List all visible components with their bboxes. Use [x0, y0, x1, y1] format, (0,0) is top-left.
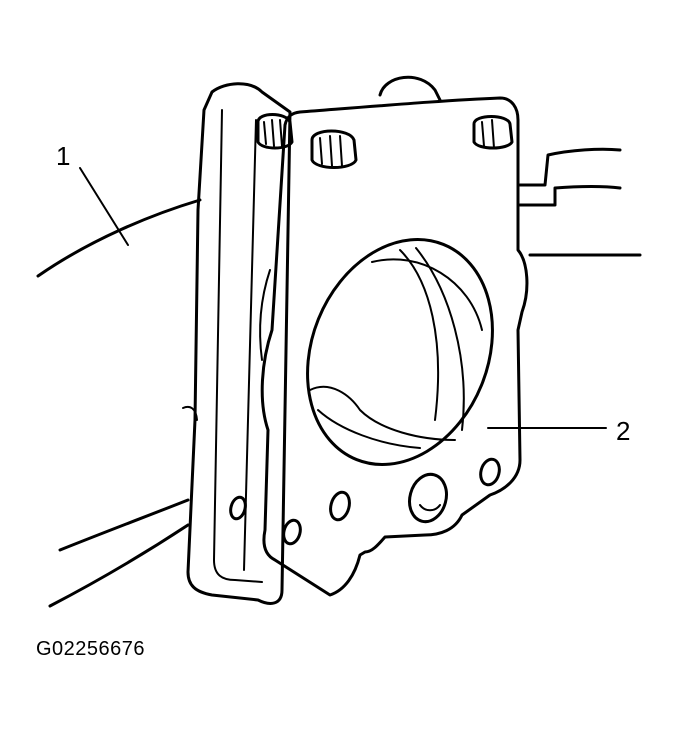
callout-1-label: 1 [56, 141, 70, 171]
figure-id: G02256676 [36, 638, 146, 660]
callout-1-leader [79, 167, 129, 246]
intake-manifold [36, 147, 642, 608]
throttle-body-gasket [260, 96, 529, 597]
throttle-body-housing [182, 75, 442, 605]
callout-2-label: 2 [616, 416, 630, 446]
